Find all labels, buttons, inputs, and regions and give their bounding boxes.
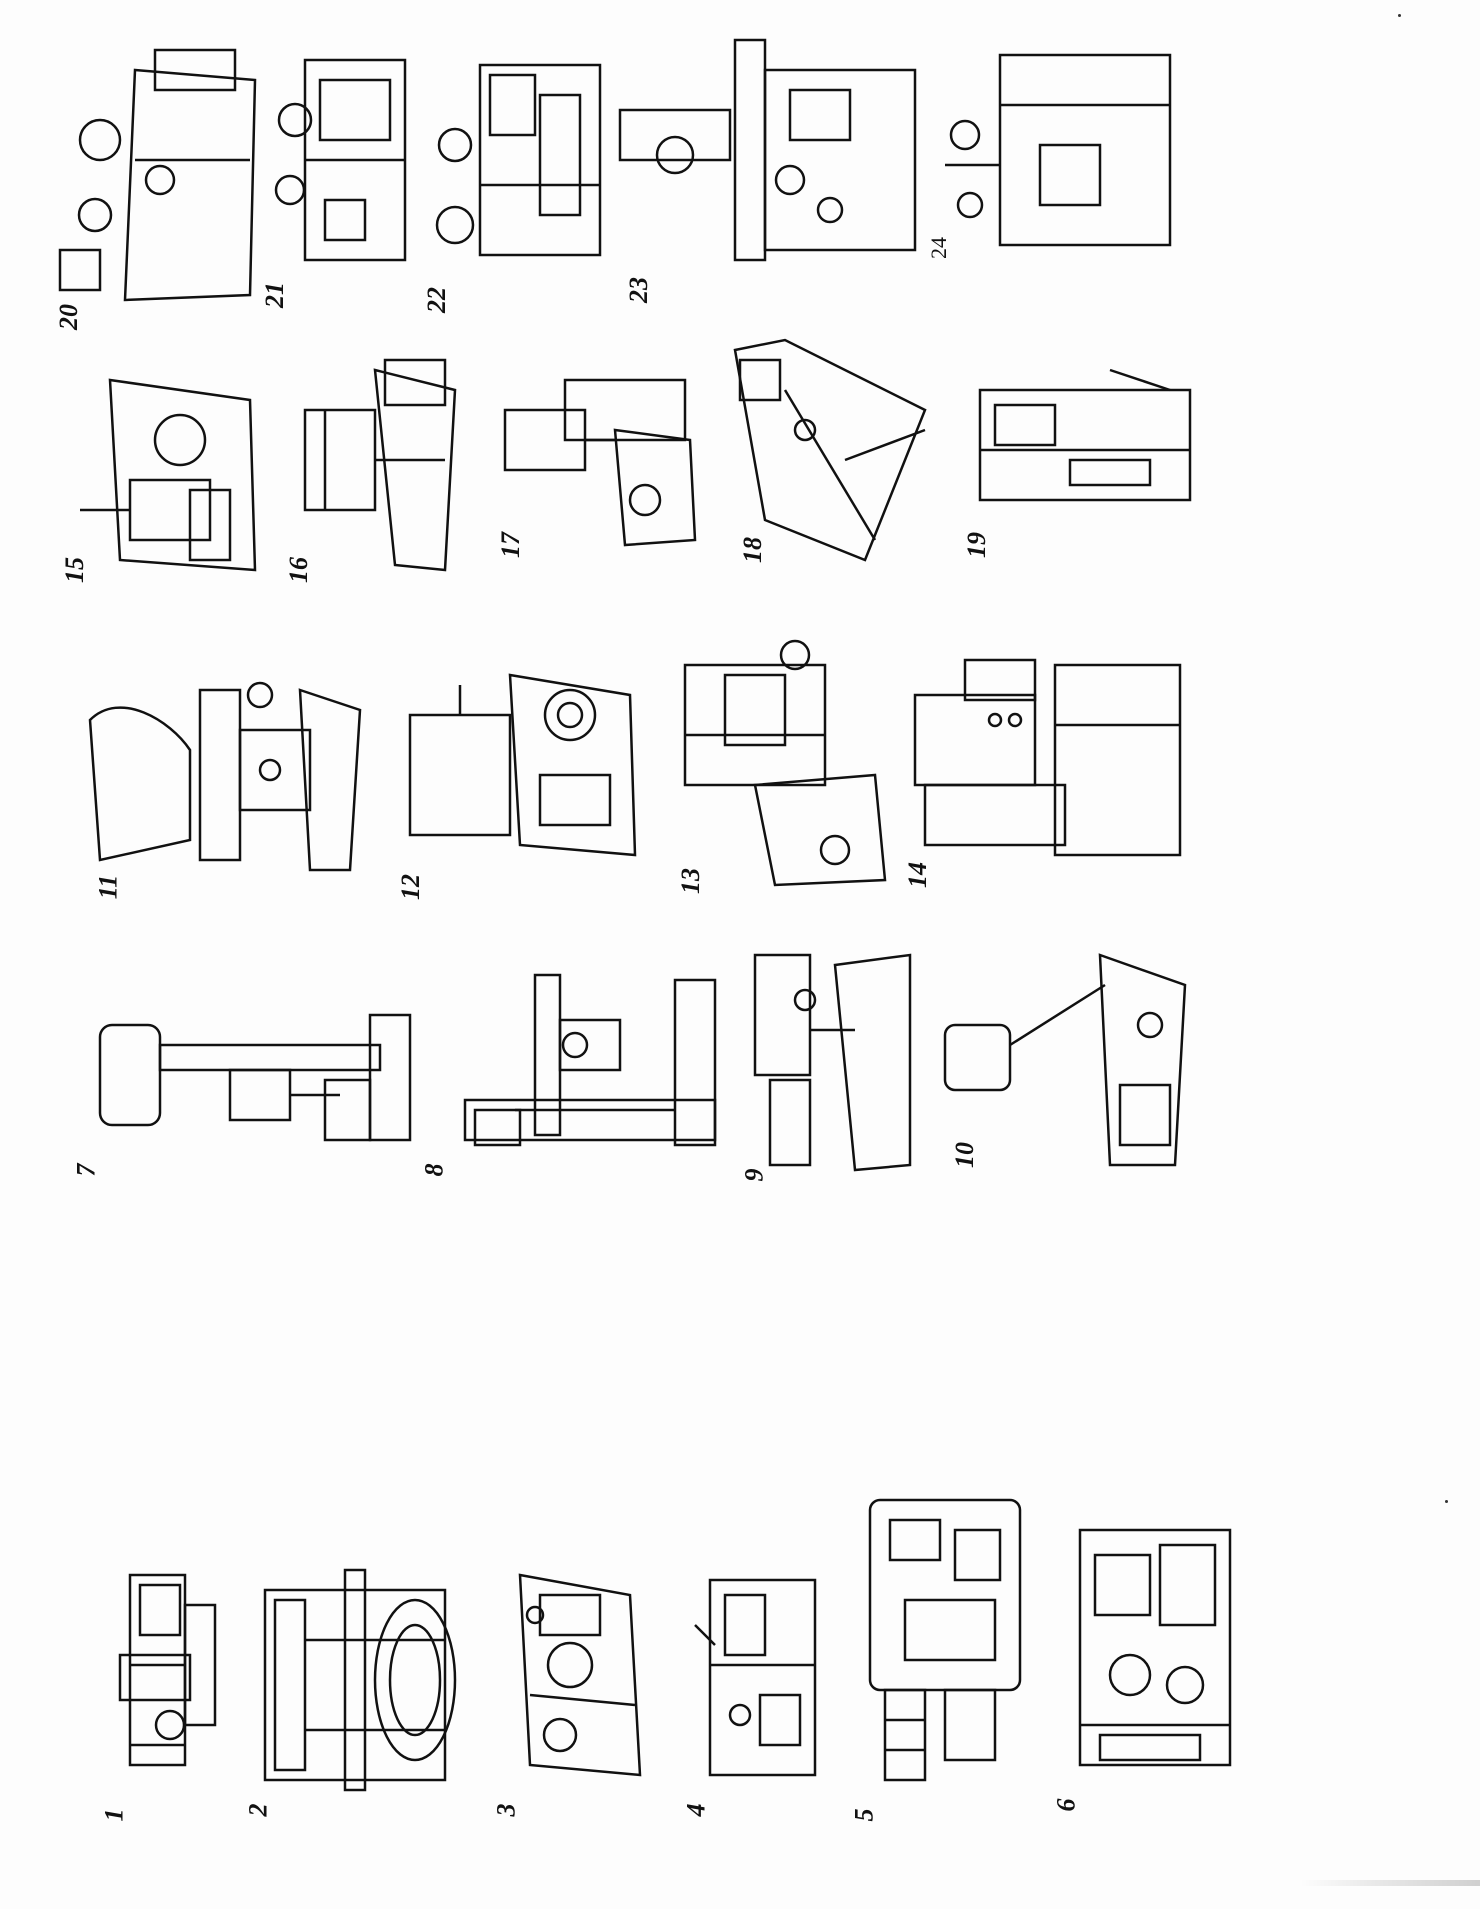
- figure-number-13: 13: [676, 868, 705, 894]
- horizontal-boring-machine-icon: [753, 953, 912, 1172]
- machining-center-icon: [913, 658, 1182, 857]
- shaping-machine-icon: [503, 378, 697, 547]
- machine-figure-22: [430, 35, 605, 275]
- figure-number-19: 19: [962, 532, 991, 558]
- machine-figure-15: [70, 370, 260, 580]
- machine-figure-6: [1060, 1515, 1250, 1780]
- machine-figure-10: [940, 945, 1190, 1175]
- vertical-milling-machine-icon: [683, 639, 887, 887]
- radial-drill-icon: [463, 973, 717, 1147]
- figure-number-21: 21: [260, 282, 289, 308]
- machine-figure-16: [295, 350, 460, 580]
- figure-number-8: 8: [419, 1163, 449, 1177]
- figure-number-10: 10: [950, 1142, 979, 1168]
- machine-figure-11: [80, 660, 365, 880]
- machine-figure-1: [110, 1565, 230, 1775]
- machine-figure-4: [690, 1565, 830, 1790]
- cnc-lathe-icon: [868, 1498, 1022, 1782]
- lathe-machine-icon: [118, 1573, 217, 1767]
- figure-number-24: 24: [926, 237, 951, 259]
- figure-number-9: 9: [739, 1168, 769, 1182]
- figure-number-14: 14: [903, 862, 932, 888]
- figure-number-2: 2: [243, 1803, 273, 1817]
- gear-grinder-icon: [945, 53, 1172, 247]
- internal-grinder-icon: [274, 58, 407, 262]
- surface-grinder-icon: [435, 63, 602, 257]
- figure-number-18: 18: [738, 537, 767, 563]
- turret-lathe-icon: [518, 1573, 642, 1777]
- machine-figure-24: [940, 45, 1180, 250]
- figure-number-17: 17: [496, 532, 525, 558]
- figure-number-4: 4: [681, 1803, 711, 1817]
- machine-figure-3: [500, 1555, 650, 1790]
- machine-figure-2: [255, 1560, 465, 1800]
- figure-number-20: 20: [54, 304, 83, 330]
- gear-shaping-machine-icon: [978, 368, 1192, 502]
- scan-speck: [1398, 14, 1401, 17]
- jig-boring-machine-icon: [943, 953, 1187, 1167]
- planing-machine-icon: [303, 358, 457, 572]
- machine-figure-9: [745, 940, 915, 1175]
- machine-figure-19: [970, 360, 1200, 520]
- figure-number-15: 15: [60, 557, 89, 583]
- multi-spindle-machine-icon: [1078, 1528, 1232, 1767]
- figure-number-16: 16: [284, 557, 313, 583]
- figure-number-22: 22: [422, 287, 451, 313]
- machine-figure-14: [905, 645, 1190, 865]
- machine-figure-21: [265, 40, 415, 280]
- tool-grinder-icon: [618, 38, 917, 262]
- machine-figure-5: [855, 1490, 1035, 1790]
- machine-figure-12: [400, 655, 645, 885]
- figure-number-5: 5: [849, 1808, 879, 1822]
- machine-figure-23: [615, 30, 925, 270]
- machine-figure-13: [675, 635, 890, 890]
- scan-edge: [1300, 1880, 1480, 1886]
- figure-number-11: 11: [93, 874, 123, 900]
- scan-speck: [1445, 1500, 1448, 1503]
- figure-number-23: 23: [624, 277, 653, 303]
- cylindrical-grinder-icon: [58, 48, 257, 302]
- figure-number-1: 1: [99, 1808, 129, 1822]
- machine-figure-7: [90, 1000, 420, 1150]
- figure-number-3: 3: [491, 1803, 521, 1817]
- universal-milling-machine-icon: [408, 673, 637, 857]
- machine-figure-18: [725, 330, 945, 570]
- machine-figure-20: [55, 40, 260, 302]
- figure-number-12: 12: [396, 874, 425, 900]
- broaching-machine-icon: [733, 338, 927, 562]
- machine-figure-17: [495, 370, 700, 550]
- gear-hobbing-machine-icon: [80, 378, 257, 572]
- milling-machine-icon: [88, 681, 362, 872]
- machine-figure-8: [455, 960, 720, 1160]
- figure-number-6: 6: [1051, 1798, 1081, 1812]
- vertical-boring-mill-icon: [263, 1568, 457, 1792]
- automatic-lathe-icon: [694, 1578, 817, 1777]
- pillar-drill-icon: [98, 1013, 412, 1142]
- figure-number-7: 7: [71, 1163, 101, 1177]
